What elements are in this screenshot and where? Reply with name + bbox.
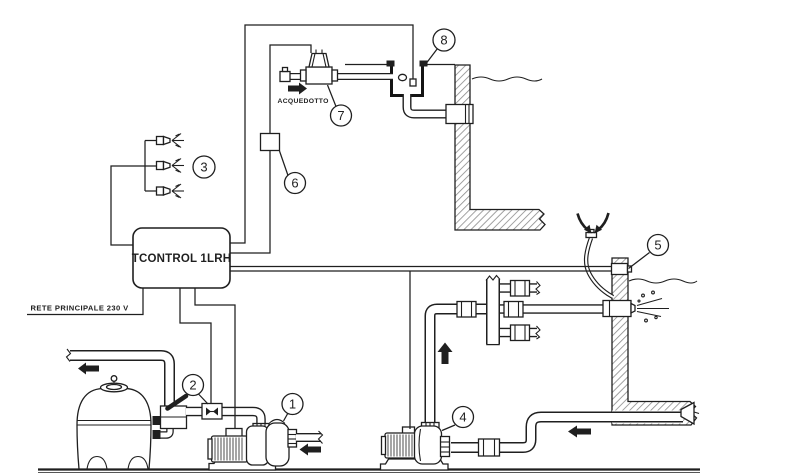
flow-arrow-left (568, 425, 591, 438)
filter-return-pipe (65, 348, 175, 407)
svg-text:3: 3 (200, 160, 207, 175)
wire-mains (27, 288, 144, 316)
swim-jet (602, 290, 669, 323)
flow-arrow-right (288, 82, 307, 95)
pool-wall (611, 257, 698, 426)
wire-sprinklers (110, 165, 157, 246)
svg-text:5: 5 (654, 238, 661, 253)
callout-3: 3 (192, 155, 216, 179)
callout-7: 7 (326, 84, 353, 127)
air-arrow-left (576, 213, 589, 232)
sprinkler-nozzle (155, 183, 184, 199)
ground-line (38, 468, 700, 473)
svg-text:4: 4 (459, 410, 466, 425)
flow-arrow-left (299, 443, 321, 456)
booster-pump (379, 421, 451, 471)
filtration-pump (207, 418, 324, 471)
air-intake-hose (576, 212, 615, 299)
control-wiring (27, 24, 611, 429)
svg-text:8: 8 (440, 33, 447, 48)
callout-5: 5 (628, 233, 670, 269)
sprinkler-nozzle (155, 133, 184, 148)
controller: TCONTROL 1LRH (132, 227, 232, 289)
svg-text:2: 2 (189, 378, 196, 393)
flow-arrow-left (78, 362, 99, 375)
svg-text:7: 7 (337, 108, 344, 123)
valve-lever (165, 393, 189, 411)
wire-filtration-pump (194, 288, 236, 428)
callout-1: 1 (281, 392, 304, 422)
sprinkler-nozzles (155, 133, 184, 199)
wire-junction-lower (230, 150, 271, 254)
callout-6: 6 (278, 150, 307, 195)
mains-label: RETE PRINCIPALE 230 V (31, 304, 130, 313)
skimmer-drain-pipe (402, 94, 474, 125)
wire-level-electrode (230, 24, 414, 244)
sprinkler-nozzle (155, 158, 184, 173)
controller-label: TCONTROL 1LRH (132, 253, 232, 265)
callout-4: 4 (441, 405, 475, 432)
air-arrow-right (597, 212, 610, 232)
solenoid-valve: ACQUEDOTTO (278, 49, 408, 105)
pump1-discharge (186, 402, 270, 431)
junction-box (259, 132, 281, 152)
main-drain-line (451, 401, 700, 457)
callout-8: 8 (426, 28, 456, 64)
upper-wall (345, 63, 546, 231)
wire-solenoid (269, 44, 312, 134)
venturi-manifold (424, 274, 604, 426)
svg-text:1: 1 (289, 397, 296, 412)
level-sensor (610, 262, 633, 276)
acquedotto-label: ACQUEDOTTO (278, 98, 329, 105)
wire-flow-switch (179, 288, 212, 403)
callout-2: 2 (181, 373, 209, 405)
sand-filter (76, 375, 189, 470)
level-electrode (409, 78, 417, 87)
flow-arrow-up (437, 342, 453, 364)
svg-text:6: 6 (291, 176, 298, 191)
